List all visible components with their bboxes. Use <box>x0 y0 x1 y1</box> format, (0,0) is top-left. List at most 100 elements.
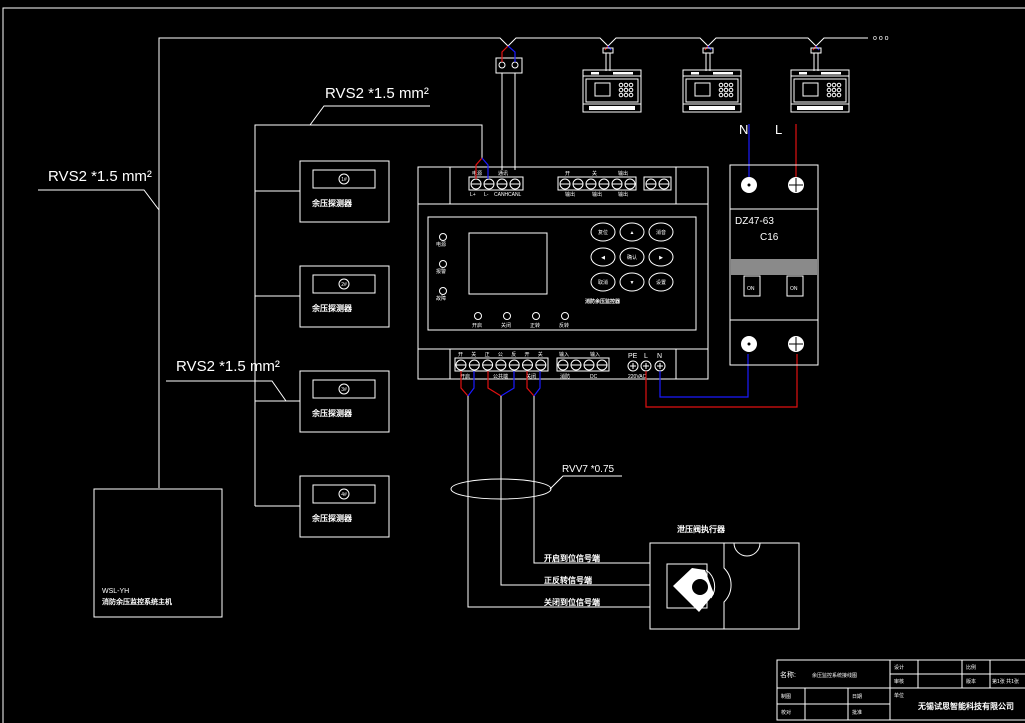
switch-right[interactable] <box>786 275 804 297</box>
keypad-button[interactable]: 取消 <box>590 272 616 292</box>
terminal-block-valve <box>454 357 549 372</box>
detector-label: 余压探测器 <box>311 408 353 418</box>
key-label: 消音 <box>656 229 666 236</box>
indicator-led <box>561 312 569 320</box>
terminal-sub: 220VAC <box>628 374 647 380</box>
terminal-block-output <box>557 176 637 191</box>
keypad-button[interactable]: 消音 <box>648 222 674 242</box>
company-name: 无锡试思智能科技有限公司 <box>917 701 1014 711</box>
title-cell: 批准 <box>852 709 862 716</box>
indicator-label: 开启 <box>472 322 482 329</box>
terminal-label: 公 <box>498 352 503 358</box>
cable-label-left: RVS2 *1.5 mm² <box>38 168 160 211</box>
cable-text: RVS2 *1.5 mm² <box>176 358 280 375</box>
detector-badge: 1# <box>341 177 347 183</box>
breaker-model: DZ47-63 <box>735 216 774 227</box>
indicator-label: 故障 <box>436 295 446 302</box>
keypad-button[interactable]: 确认 <box>619 247 645 267</box>
key-label: ◀ <box>601 255 605 261</box>
title-cell: 校对 <box>781 709 791 716</box>
controller[interactable]: 电源 通讯 L+ L- CANH CANL 开 关 输出 输出 输出 输出 电源… <box>417 157 709 380</box>
terminal-sub: 输出 <box>565 191 575 198</box>
terminal-sub: 开启 <box>460 373 470 380</box>
terminal-block-comm <box>468 176 524 191</box>
title-name-label: 名称: <box>780 670 796 679</box>
front-panel <box>427 216 697 331</box>
cable-text: RVS2 *1.5 mm² <box>325 85 429 102</box>
terminal-sub: 输出 <box>618 191 628 198</box>
title-cell: 设计 <box>894 664 904 671</box>
indicator-label: 电源 <box>436 241 446 248</box>
title-name-value: 余压监控系统接线图 <box>812 672 857 679</box>
terminal-label: 输入 <box>590 351 600 358</box>
valve-actuator[interactable]: 泄压阀执行器 <box>649 524 800 630</box>
terminal-sub: 公共端 <box>493 373 508 380</box>
keypad-button[interactable]: ▲ <box>619 222 645 242</box>
terminal-sub: CANH <box>494 192 509 198</box>
controller-title: 消防余压监控器 <box>585 298 621 305</box>
detector-3[interactable]: 3# 余压探测器 <box>299 370 390 433</box>
circuit-breaker[interactable]: DZ47-63 C16 ON ON <box>729 164 819 366</box>
terminal-label: 反 <box>511 351 516 358</box>
mini-controller[interactable] <box>790 45 850 113</box>
terminal-sub: 消防 <box>560 373 570 380</box>
signal-direction: 正反转信号端 <box>544 575 592 585</box>
key-label: 取消 <box>598 279 608 286</box>
mini-controller[interactable] <box>682 45 742 113</box>
main-panel[interactable]: WSL-YH 消防余压监控系统主机 <box>93 488 223 618</box>
title-cell: 日期 <box>852 694 862 700</box>
signal-close: 关闭到位信号端 <box>544 597 600 607</box>
key-label: 设置 <box>656 279 666 286</box>
keypad-button[interactable]: 设置 <box>648 272 674 292</box>
indicator-led <box>532 312 540 320</box>
detector-4[interactable]: 4# 余压探测器 <box>299 475 390 538</box>
terminal-sub: CANL <box>508 192 522 198</box>
power-wiring: N L <box>645 122 798 408</box>
terminal-label: 电源 <box>472 170 482 177</box>
title-cell: 比例 <box>966 664 976 671</box>
signal-open: 开启到位信号端 <box>544 553 600 563</box>
cable-label-mid: RVS2 *1.5 mm² <box>166 358 287 402</box>
display-screen <box>468 232 548 295</box>
main-panel-model: WSL-YH <box>102 588 129 595</box>
detector-label: 余压探测器 <box>311 303 353 313</box>
terminal-block-input <box>556 357 610 372</box>
terminal-label: 关 <box>538 351 543 358</box>
key-label: 复位 <box>598 229 608 236</box>
actuator-title: 泄压阀执行器 <box>677 524 726 534</box>
keypad-button[interactable]: ▼ <box>619 272 645 292</box>
key-label: ▲ <box>630 230 635 236</box>
terminal-label: 通讯 <box>498 170 508 177</box>
title-cell: 审核 <box>894 678 904 685</box>
indicator-label: 正转 <box>530 322 540 329</box>
label-live: L <box>775 122 782 137</box>
indicator-led <box>503 312 511 320</box>
breaker-handle[interactable] <box>731 259 817 275</box>
terminal-label: 开 <box>458 352 463 358</box>
keypad-button[interactable]: 复位 <box>590 222 616 242</box>
indicator-led <box>474 312 482 320</box>
detector-1[interactable]: 1# 余压探测器 <box>299 160 390 223</box>
junction-box <box>495 45 523 170</box>
detector-label: 余压探测器 <box>311 198 353 208</box>
main-bus: o o o <box>158 35 889 488</box>
detector-badge: 2# <box>341 282 347 288</box>
cable-text: RVS2 *1.5 mm² <box>48 168 152 185</box>
switch-left[interactable] <box>743 275 761 297</box>
terminal-label: 关 <box>471 351 476 358</box>
terminal-label: 输入 <box>559 351 569 358</box>
cable-label-top: RVS2 *1.5 mm² <box>309 85 430 126</box>
switch-right-label: ON <box>790 286 798 292</box>
terminal-n: N <box>657 353 662 360</box>
keypad-button[interactable]: ◀ <box>590 247 616 267</box>
terminal-pe: PE <box>628 353 638 360</box>
title-cell: 制图 <box>781 693 791 700</box>
key-label: ▼ <box>630 280 635 286</box>
keypad-button[interactable]: ▶ <box>648 247 674 267</box>
terminal-label: 关 <box>592 170 597 177</box>
terminal-sub: L+ <box>470 192 476 198</box>
detector-bus <box>254 124 483 506</box>
detector-badge: 4# <box>341 492 347 498</box>
detector-2[interactable]: 2# 余压探测器 <box>299 265 390 328</box>
mini-controller[interactable] <box>582 45 642 113</box>
